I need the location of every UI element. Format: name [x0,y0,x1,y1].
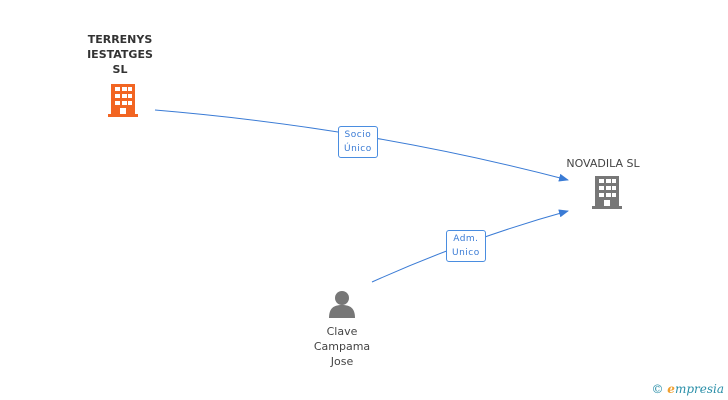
building-icon[interactable] [592,176,622,209]
node-label-terrenys[interactable]: TERRENYS IESTATGES SL [87,33,153,76]
person-icon[interactable] [329,291,355,318]
brand-logo-e: e [667,382,675,396]
brand-logo-text: mpresia [674,382,724,396]
brand-watermark: © empresia [651,382,724,396]
edge-label-socio[interactable]: Socio Único [338,126,378,158]
copyright-symbol: © [651,382,664,396]
node-label-novadila[interactable]: NOVADILA SL [566,157,640,170]
node-label-clave[interactable]: Clave Campama Jose [313,325,371,368]
building-icon[interactable] [108,84,138,117]
edge-label-adm[interactable]: Adm. Unico [446,230,486,262]
